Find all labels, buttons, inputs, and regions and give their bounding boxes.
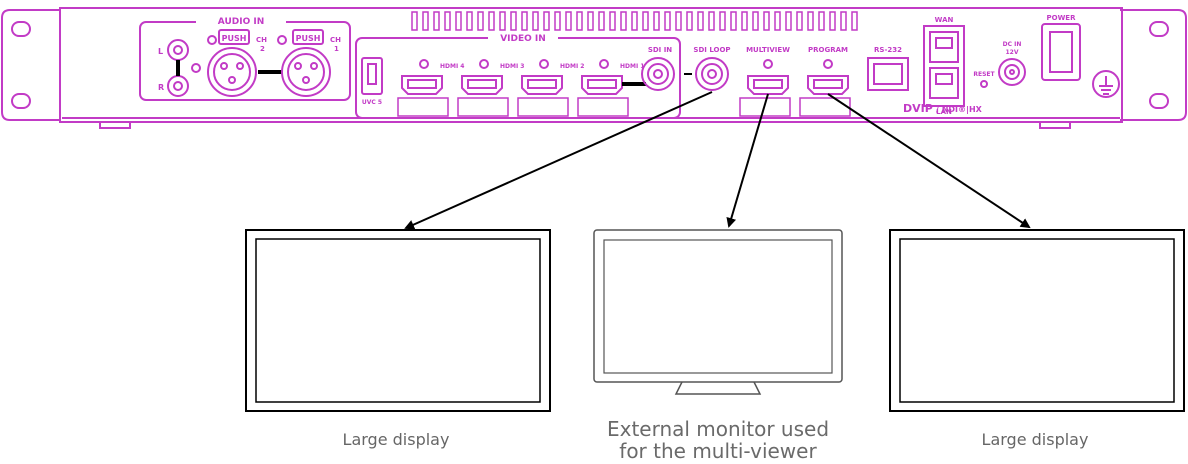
lan-label: LAN [936, 108, 952, 116]
wan-port [929, 31, 959, 63]
ch1-number: 1 [334, 45, 339, 53]
cable-clamps [397, 97, 851, 117]
display-center-monitor [593, 229, 843, 395]
foot-right [1039, 121, 1071, 129]
hdmi3-port [461, 59, 503, 95]
arrow-multiview-to-monitor [726, 93, 769, 228]
wan-label: WAN [935, 16, 954, 24]
power-switch[interactable] [1041, 23, 1081, 81]
push-ch2-label: PUSH [222, 34, 247, 43]
power-label: POWER [1047, 14, 1077, 22]
right-display-caption: Large display [981, 430, 1089, 449]
rack-ear-left [1, 9, 61, 121]
vent-slots [411, 11, 858, 31]
program-label: PROGRAM [808, 46, 848, 54]
multiview-label: MULTIVIEW [746, 46, 790, 54]
audio-r-label: R [158, 83, 164, 92]
program-port [807, 59, 849, 95]
chassis [59, 7, 1123, 123]
rack-hole-right-top [1149, 21, 1169, 37]
hdmi2-port [521, 59, 563, 95]
push-ch1-label: PUSH [296, 34, 321, 43]
hdmi4-label: HDMI 4 [440, 63, 464, 70]
dc-in-label: DC IN [1003, 41, 1022, 48]
center-caption-line1: External monitor used [606, 417, 830, 441]
center-display-caption: External monitor used for the multi-view… [568, 418, 868, 462]
sdi-in-label: SDI IN [648, 46, 672, 54]
brand-sub: / NDI®|HX [936, 105, 983, 114]
audio-l-label: L [158, 47, 163, 56]
uvc-label: UVC 5 [362, 99, 382, 106]
arrow-program-to-right-display [827, 93, 1031, 229]
xlr-ch1-jack [281, 47, 331, 97]
device-labels: AUDIO IN L R PUSH PUSH CH 2 CH 1 VIDEO I… [158, 14, 1076, 116]
push-tab-ch2 [218, 29, 250, 45]
hdmi1-port [581, 59, 623, 95]
rs232-label: RS-232 [874, 46, 902, 54]
rack-hole-left-top [11, 21, 31, 37]
ch2-label: CH [256, 36, 267, 44]
reset-button[interactable] [980, 80, 988, 88]
sdi-loop-label: SDI LOOP [693, 46, 730, 54]
dc-volt-label: 12V [1006, 49, 1019, 56]
hdmi4-port [401, 59, 443, 95]
wan-lan-block [923, 25, 965, 107]
xlr-ch2-jack [207, 47, 257, 97]
hdmi3-label: HDMI 3 [500, 63, 524, 70]
sdi-loop-jack [695, 57, 729, 91]
rack-ear-right [1120, 9, 1187, 121]
rca-right-jack [167, 75, 189, 97]
sdi-in-jack [641, 57, 675, 91]
monitor-stand [674, 381, 762, 395]
center-caption-line2: for the multi-viewer [619, 439, 817, 463]
reset-label: RESET [973, 71, 995, 78]
display-left [245, 229, 551, 412]
rca-left-jack [167, 39, 189, 61]
audio-in-title: AUDIO IN [218, 17, 264, 27]
ch1-label: CH [330, 36, 341, 44]
display-right [889, 229, 1185, 412]
rack-hole-left-bottom [11, 93, 31, 109]
device-panel [1, 7, 1187, 129]
hdmi1-label: HDMI 1 [620, 63, 644, 70]
ground-screw-icon [191, 63, 201, 73]
left-display-caption: Large display [342, 430, 450, 449]
usb-port [361, 57, 383, 95]
push-tab-ch1 [292, 29, 324, 45]
rs232-port [867, 57, 909, 91]
multiview-port [747, 59, 789, 95]
ch2-number: 2 [260, 45, 265, 53]
connection-arrows [404, 91, 1031, 230]
arrow-sdi-loop-to-left-display [404, 91, 713, 230]
hdmi2-label: HDMI 2 [560, 63, 584, 70]
rack-hole-right-bottom [1149, 93, 1169, 109]
lan-port [929, 67, 959, 99]
foot-left [99, 121, 131, 129]
ground-terminal-icon [1092, 70, 1120, 98]
video-in-title: VIDEO IN [500, 34, 546, 44]
brand-main: DVIP [903, 102, 933, 115]
dc-in-jack [998, 58, 1026, 86]
